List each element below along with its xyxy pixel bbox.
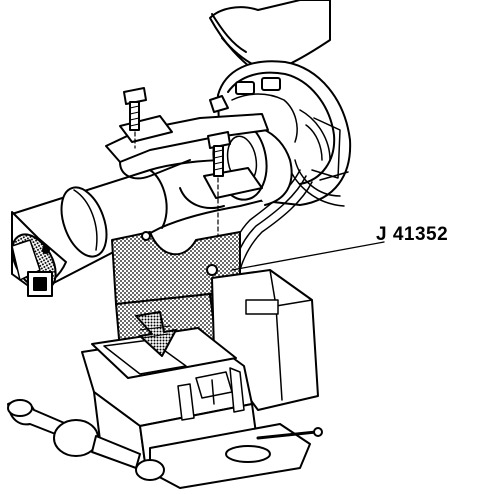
tool-number-label: J 41352 [376, 224, 449, 245]
lower-shaft-end [11, 211, 67, 297]
bolt-guide-lines [134, 131, 219, 269]
bench-vise [7, 269, 323, 489]
press-direction-arrow [135, 311, 177, 357]
callout-leader-line [231, 241, 385, 271]
bolt-right [207, 131, 231, 177]
bolt-left [123, 87, 147, 131]
